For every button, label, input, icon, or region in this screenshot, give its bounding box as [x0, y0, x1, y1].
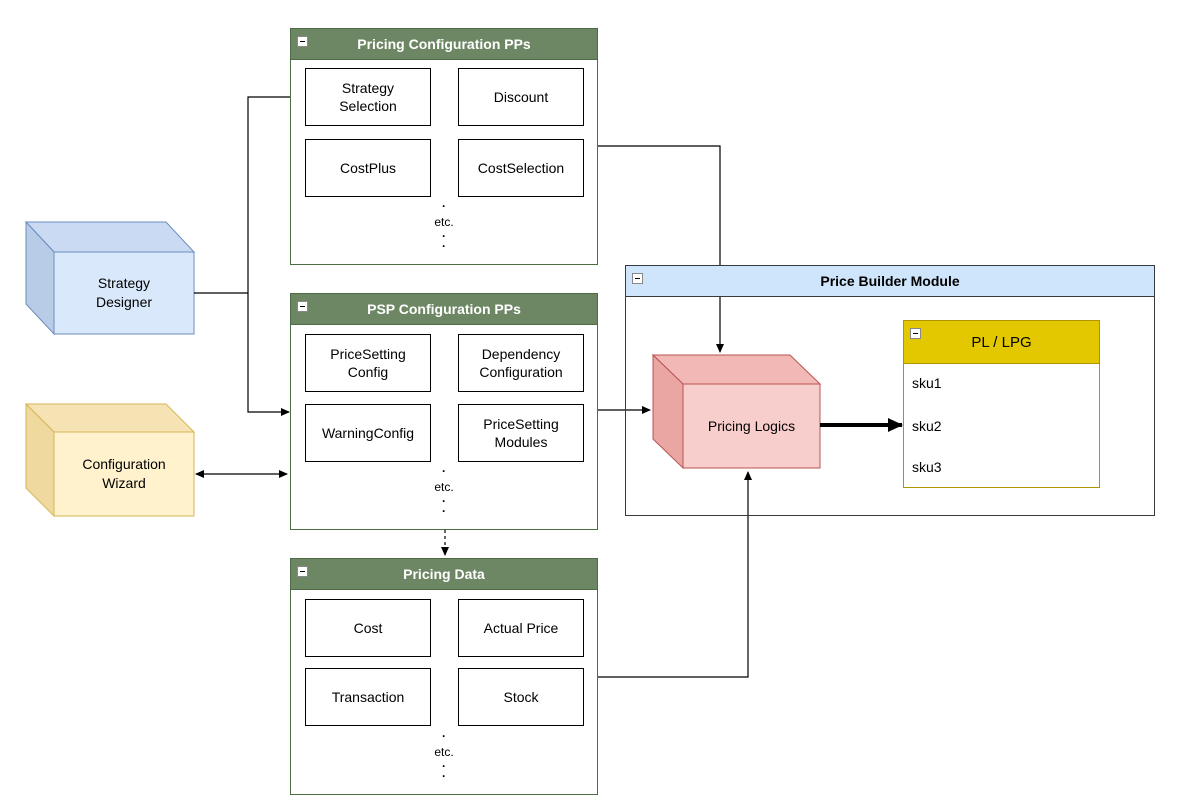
- dot-icon: ·: [442, 199, 446, 213]
- dependency-configuration-label: Dependency Configuration: [479, 346, 563, 380]
- pricing-logics-label[interactable]: Pricing Logics: [683, 384, 820, 468]
- sku1-item[interactable]: sku1: [912, 375, 942, 391]
- stock-box[interactable]: Stock: [458, 668, 584, 726]
- configuration-wizard-cube: [24, 402, 196, 518]
- sku2-item[interactable]: sku2: [912, 418, 942, 434]
- discount-box[interactable]: Discount: [458, 68, 584, 126]
- costplus-box[interactable]: CostPlus: [305, 139, 431, 197]
- pricing-data-title: Pricing Data: [403, 566, 485, 582]
- dot-icon: ·: [442, 464, 446, 478]
- discount-label: Discount: [493, 89, 549, 105]
- pricesetting-config-label: PriceSetting Config: [330, 346, 406, 380]
- strategy-selection-box[interactable]: Strategy Selection: [305, 68, 431, 126]
- collapse-icon[interactable]: [297, 566, 308, 577]
- costselection-box[interactable]: CostSelection: [458, 139, 584, 197]
- pricing-data-etc: · etc. · ·: [424, 730, 464, 782]
- warningconfig-box[interactable]: WarningConfig: [305, 404, 431, 462]
- strategy-designer-cube: [24, 220, 196, 336]
- strategy-selection-label: Strategy Selection: [339, 80, 397, 114]
- pricesetting-modules-label: PriceSetting Modules: [483, 416, 559, 450]
- pl-lpg-panel: PL / LPG sku1 sku2 sku3: [903, 320, 1100, 488]
- actual-price-box[interactable]: Actual Price: [458, 599, 584, 657]
- cost-box[interactable]: Cost: [305, 599, 431, 657]
- costplus-label: CostPlus: [339, 160, 397, 176]
- dot-icon: ·: [442, 504, 446, 518]
- price-builder-title: Price Builder Module: [820, 273, 960, 289]
- dot-icon: ·: [442, 759, 446, 773]
- transaction-label: Transaction: [331, 689, 405, 705]
- psp-config-etc-text: etc.: [434, 480, 454, 494]
- pricing-config-title: Pricing Configuration PPs: [357, 36, 531, 52]
- price-builder-panel: Price Builder Module: [625, 265, 1155, 516]
- pricesetting-modules-box[interactable]: PriceSetting Modules: [458, 404, 584, 462]
- edge-designer-to-psp-config: [247, 293, 290, 416]
- psp-config-header[interactable]: PSP Configuration PPs: [291, 294, 597, 325]
- strategy-designer-text: Strategy Designer: [95, 275, 153, 310]
- psp-config-etc: · etc. · ·: [424, 465, 464, 517]
- pricing-logics-cube: [651, 353, 822, 470]
- actual-price-label: Actual Price: [483, 620, 559, 636]
- costselection-label: CostSelection: [477, 160, 565, 176]
- collapse-icon[interactable]: [632, 273, 643, 284]
- pricing-config-etc-text: etc.: [434, 215, 454, 229]
- pl-lpg-header[interactable]: PL / LPG: [904, 321, 1099, 364]
- pricing-logics-text: Pricing Logics: [707, 417, 796, 434]
- stock-label: Stock: [503, 689, 539, 705]
- dot-icon: ·: [442, 239, 446, 253]
- edge-data-to-logics: [598, 471, 752, 678]
- configuration-wizard-label: Configuration Wizard: [54, 432, 194, 516]
- dot-icon: ·: [442, 729, 446, 743]
- strategy-designer-label: Strategy Designer: [54, 252, 194, 334]
- pricing-data-etc-text: etc.: [434, 745, 454, 759]
- price-builder-header[interactable]: Price Builder Module: [626, 266, 1154, 297]
- cost-label: Cost: [353, 620, 383, 636]
- pricesetting-config-box[interactable]: PriceSetting Config: [305, 334, 431, 392]
- warningconfig-label: WarningConfig: [321, 425, 415, 441]
- dot-icon: ·: [442, 229, 446, 243]
- collapse-icon[interactable]: [910, 328, 921, 339]
- dot-icon: ·: [442, 769, 446, 783]
- sku3-item[interactable]: sku3: [912, 459, 942, 475]
- psp-config-title: PSP Configuration PPs: [367, 301, 521, 317]
- pricing-config-header[interactable]: Pricing Configuration PPs: [291, 29, 597, 60]
- pl-lpg-title: PL / LPG: [971, 333, 1032, 351]
- collapse-icon[interactable]: [297, 36, 308, 47]
- dependency-configuration-box[interactable]: Dependency Configuration: [458, 334, 584, 392]
- dot-icon: ·: [442, 494, 446, 508]
- transaction-box[interactable]: Transaction: [305, 668, 431, 726]
- configuration-wizard-text: Configuration Wizard: [82, 456, 166, 491]
- collapse-icon[interactable]: [297, 301, 308, 312]
- pricing-config-etc: · etc. · ·: [424, 200, 464, 252]
- pricing-data-header[interactable]: Pricing Data: [291, 559, 597, 590]
- edge-designer-to-pricing-config: [194, 93, 302, 294]
